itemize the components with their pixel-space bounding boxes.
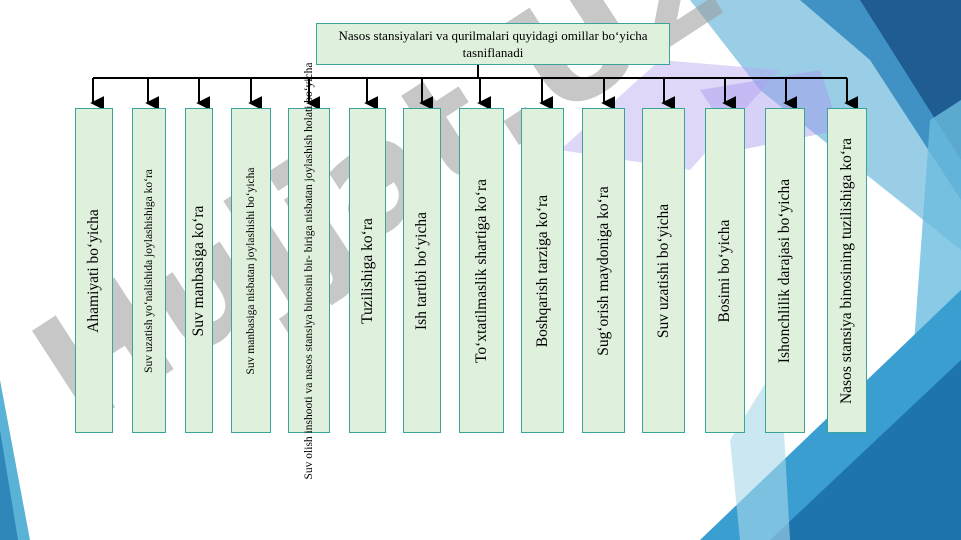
category-label: Sug‘orish maydoniga ko‘ra [594, 185, 612, 356]
category-label: Ishonchlilik darajasi bo‘yicha [776, 178, 793, 363]
category-box: Suv olish inshooti va nasos stansiya bin… [288, 62, 330, 479]
category-box: Ahamiyati bo‘yicha [75, 108, 113, 433]
category-label: Suv manbasiga nisbatan joylashishi bo‘yi… [245, 167, 257, 374]
category-box: Tuzilishiga ko‘ra [349, 108, 386, 433]
category-box: Suv uzatishi bo‘yicha [642, 108, 685, 433]
category-label: Ish tartibi bo‘yicha [413, 211, 430, 330]
category-box: Boshqarish tarziga ko‘ra [521, 108, 564, 433]
category-label: Suv manbasiga ko‘ra [190, 205, 207, 336]
category-box: Suv uzatish yo‘nalishida joylashishiga k… [132, 108, 166, 433]
diagram-title: Nasos stansiyalari va qurilmalari quyida… [316, 23, 670, 65]
category-box: Nasos stansiya binosining tuzilishiga ko… [827, 108, 867, 433]
category-box: Ishonchlilik darajasi bo‘yicha [765, 108, 805, 433]
category-box: Suv manbasiga ko‘ra [185, 108, 213, 433]
category-label: Boshqarish tarziga ko‘ra [533, 194, 551, 347]
category-box: To‘xtatilmaslik shartiga ko‘ra [459, 108, 504, 433]
category-label: Bosimi bo‘yicha [716, 219, 733, 322]
category-box: Sug‘orish maydoniga ko‘ra [582, 108, 625, 433]
category-box: Suv manbasiga nisbatan joylashishi bo‘yi… [231, 108, 271, 433]
category-label: Suv uzatish yo‘nalishida joylashishiga k… [143, 168, 155, 373]
category-label: Suv uzatishi bo‘yicha [654, 203, 672, 338]
category-box: Bosimi bo‘yicha [705, 108, 745, 433]
category-label: Suv olish inshooti va nasos stansiya bin… [303, 62, 315, 479]
category-box: Ish tartibi bo‘yicha [403, 108, 441, 433]
category-label: Tuzilishiga ko‘ra [358, 217, 376, 324]
category-label: Nasos stansiya binosining tuzilishiga ko… [838, 137, 855, 404]
category-label: To‘xtatilmaslik shartiga ko‘ra [472, 178, 490, 363]
category-label: Ahamiyati bo‘yicha [85, 208, 102, 333]
